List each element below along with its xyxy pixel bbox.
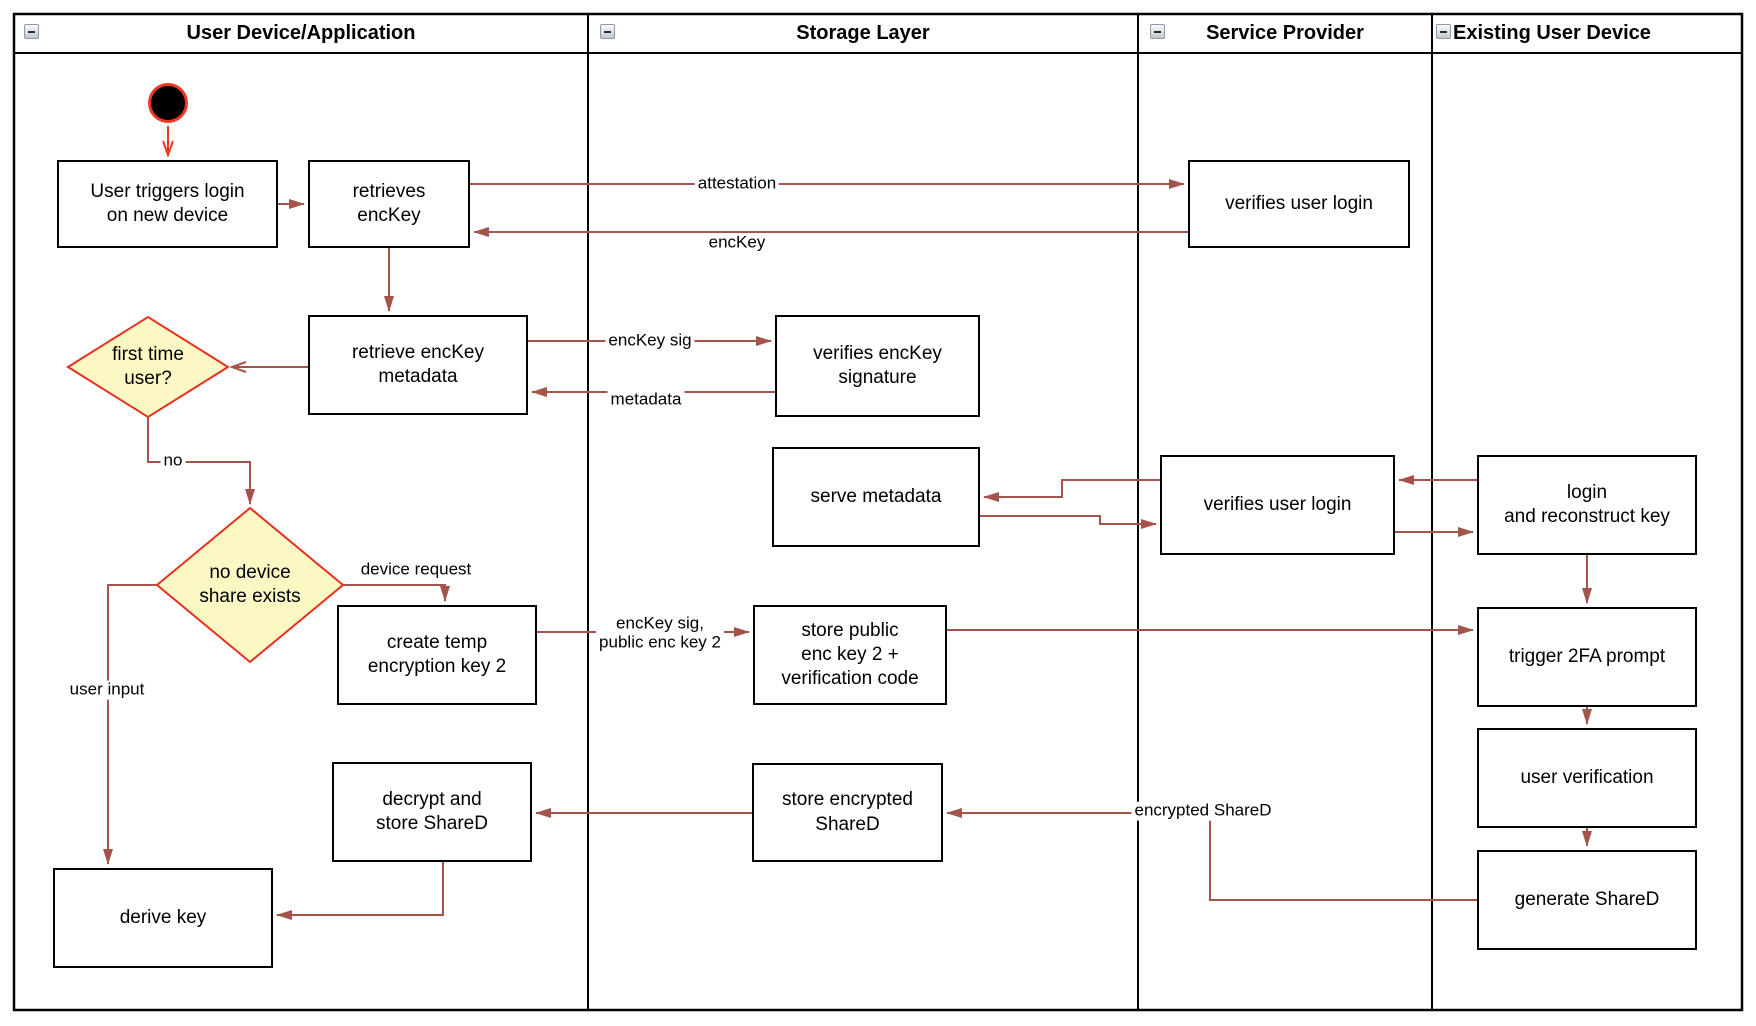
edge-label-encrypted-shared: encrypted ShareD (1131, 801, 1275, 821)
lane-title-service-provider[interactable]: Service Provider (1206, 21, 1364, 44)
decision-label-first-time-user: first time user? (112, 343, 184, 389)
decision-first-time-user[interactable] (66, 315, 230, 419)
edge-label-user-input: user input (66, 680, 148, 700)
lane-title-existing-device[interactable]: Existing User Device (1453, 21, 1651, 44)
edge-device-request (343, 584, 450, 602)
edge-verify2-to-serve (983, 479, 1160, 502)
collapse-minus-icon[interactable] (600, 24, 615, 39)
node-decrypt-store-shared[interactable]: decrypt and store ShareD (332, 762, 532, 862)
node-derive-key[interactable]: derive key (53, 868, 273, 968)
node-store-public-key2[interactable]: store public enc key 2 + verification co… (753, 605, 947, 705)
collapse-minus-icon[interactable] (1436, 24, 1451, 39)
node-store-encrypted-shared[interactable]: store encrypted ShareD (752, 763, 943, 862)
edge-label-device-request: device request (357, 560, 475, 580)
pool-border (12, 12, 1744, 1012)
node-verifies-enckey-signature[interactable]: verifies encKey signature (775, 315, 980, 417)
edge-decrypt-to-derive (276, 862, 444, 920)
node-user-triggers-login[interactable]: User triggers login on new device (57, 160, 278, 248)
edge-label-metadata: metadata (607, 390, 685, 410)
node-serve-metadata[interactable]: serve metadata (772, 447, 980, 547)
start-node[interactable] (148, 83, 188, 123)
edge-label-enckey-sig: encKey sig (605, 331, 695, 351)
node-login-reconstruct-key[interactable]: login and reconstruct key (1477, 455, 1697, 555)
node-verifies-user-login-1[interactable]: verifies user login (1188, 160, 1410, 248)
node-retrieves-enckey[interactable]: retrieves encKey (308, 160, 470, 248)
lane-title-storage-layer[interactable]: Storage Layer (796, 21, 930, 44)
node-create-temp-key2[interactable]: create temp encryption key 2 (337, 605, 537, 705)
collapse-minus-icon[interactable] (24, 24, 39, 39)
edge-encrypted-shared (946, 808, 1477, 901)
node-verifies-user-login-2[interactable]: verifies user login (1160, 455, 1395, 555)
edge-label-attestation: attestation (694, 174, 780, 194)
decision-no-device-share[interactable] (155, 506, 345, 664)
edge-label-enckey-sig-public: encKey sig, public enc key 2 (596, 613, 724, 652)
node-retrieve-enckey-metadata[interactable]: retrieve encKey metadata (308, 315, 528, 415)
edge-label-enckey: encKey (705, 233, 769, 253)
edge-label-no: no (160, 451, 186, 471)
collapse-minus-icon[interactable] (1150, 24, 1165, 39)
decision-label-no-device-share: no device share exists (199, 561, 301, 607)
node-generate-shared[interactable]: generate ShareD (1477, 850, 1697, 950)
edge-no-branch (147, 417, 255, 505)
edge-serve-to-verify2 (980, 515, 1157, 529)
lane-title-user-device[interactable]: User Device/Application (186, 21, 416, 44)
node-trigger-2fa-prompt[interactable]: trigger 2FA prompt (1477, 607, 1697, 707)
edge-user-input (103, 584, 157, 865)
node-user-verification[interactable]: user verification (1477, 728, 1697, 828)
